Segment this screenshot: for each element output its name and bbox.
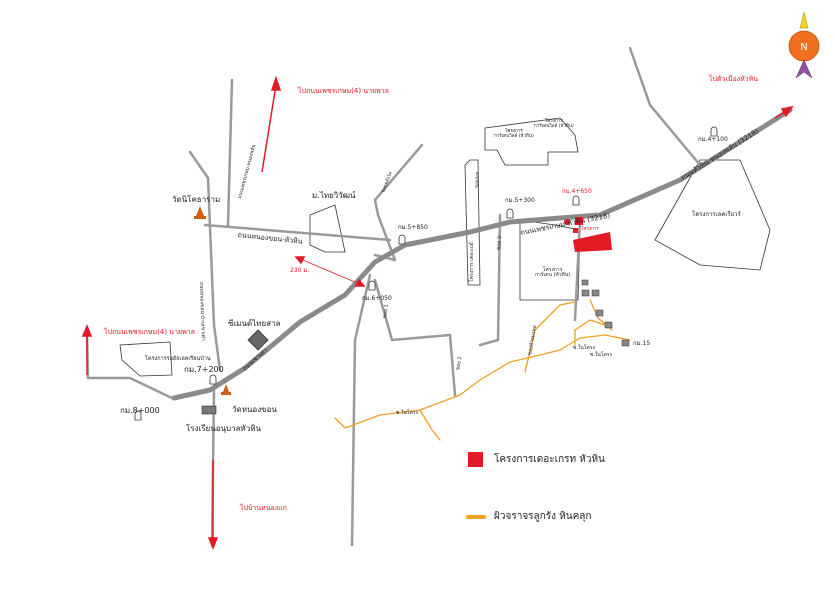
label-m-thai-wiwat: ม.ไทยวิวัฒน์ bbox=[312, 191, 356, 200]
label-km-small: กม.15 bbox=[633, 340, 651, 347]
label-left-road: ถนนหนองขอน-บ้านเขาเต่า bbox=[198, 281, 207, 341]
dirt-roads bbox=[334, 299, 631, 441]
road-wat-nikhom bbox=[203, 223, 392, 242]
project-polygon bbox=[573, 232, 612, 252]
road-east-spur bbox=[573, 218, 582, 322]
temple-icon-nikhom bbox=[196, 206, 204, 216]
label-cement-plant: ซีเมนต์ไทยสาล bbox=[228, 319, 281, 328]
temples bbox=[194, 206, 231, 395]
road-top-right-spur bbox=[373, 143, 424, 262]
label-project-long: โครงการ เดอะเบย์ bbox=[469, 242, 475, 282]
road-upper-east bbox=[628, 46, 702, 167]
label-to-phetkasem-top: ไปถนนเพชรเกษม(4) นายพาล bbox=[298, 87, 389, 95]
project-outline-top1 bbox=[484, 117, 579, 166]
label-to-ban-nong-khae: ไปบ้านหนองแก bbox=[240, 504, 287, 512]
main-roads bbox=[171, 107, 793, 401]
building-sq-4 bbox=[604, 321, 613, 329]
label-project-mid: โครงการ การ์เดน (หัวหิน) bbox=[535, 267, 571, 278]
project-marker-small bbox=[575, 217, 583, 225]
label-project-top1: โครงการ การ์เดนวิลล์ (หัวหิน) bbox=[494, 129, 534, 139]
label-soi5: ซ.ในโครง bbox=[396, 410, 418, 416]
arrow-right-head bbox=[780, 105, 794, 118]
road-lower-center bbox=[373, 278, 457, 397]
road-top-left-up bbox=[188, 150, 222, 372]
km-marker-4650 bbox=[572, 195, 580, 206]
project-outline-longstrip bbox=[464, 159, 481, 286]
label-km5850: กม.5+850 bbox=[398, 224, 428, 231]
km-markers bbox=[134, 126, 718, 421]
km-marker-5850 bbox=[398, 234, 406, 245]
label-project-right: โครงการเลคเรียวร์ bbox=[692, 211, 741, 218]
building-sq-3 bbox=[595, 309, 604, 317]
label-soi7: ซ.ในโครง bbox=[573, 345, 595, 351]
distance-line bbox=[297, 257, 363, 286]
arrow-left-head bbox=[81, 323, 93, 337]
project-outline-left bbox=[119, 341, 173, 377]
arrow-top-head bbox=[270, 75, 282, 91]
km-marker-6050 bbox=[368, 280, 376, 291]
label-km7200: กม.7+200 bbox=[184, 365, 224, 374]
label-km4650: กม.4+650 bbox=[562, 188, 592, 195]
label-km8000: กม.8+000 bbox=[120, 406, 160, 415]
distance-head-right bbox=[354, 278, 366, 287]
label-school: โรงเรียนอนุบาลหัวหิน bbox=[186, 424, 261, 433]
km-marker-5300 bbox=[506, 208, 514, 219]
dirt-road-branch2 bbox=[574, 319, 606, 346]
label-soi4: ซอยย่อย bbox=[475, 171, 481, 189]
legend-swatches bbox=[466, 452, 486, 519]
label-project-left: โครงการรอยัลเลคเรียนบ้าน bbox=[145, 356, 211, 362]
label-small-red: โครงการ bbox=[581, 227, 599, 232]
main-road-primary bbox=[171, 107, 793, 401]
direction-arrows bbox=[81, 75, 794, 551]
legend-road-label: ผิวจราจรลูกรัง หินคลุก bbox=[494, 511, 592, 522]
project-area bbox=[564, 217, 612, 252]
buildings bbox=[201, 279, 630, 415]
legend-project-label: โครงการเดอะเกรท หัวหิน bbox=[494, 454, 605, 465]
building-sq-1 bbox=[581, 289, 590, 297]
legend-project-swatch bbox=[468, 452, 483, 467]
building-sq-5 bbox=[621, 339, 630, 347]
label-wat-nikhom: วัดนิโคธาราม bbox=[172, 195, 221, 204]
label-to-phetkasem-left: ไปถนนเพชรเกษม(4) นายพาล bbox=[104, 328, 195, 336]
label-km4100: กม.4+100 bbox=[698, 136, 728, 143]
km-marker-7200 bbox=[209, 374, 217, 385]
temple-icon-nongkhon bbox=[223, 384, 229, 392]
label-to-hua-hin-city: ไปตัวเมืองหัวหิน bbox=[709, 75, 759, 83]
road-diag-upper bbox=[226, 78, 234, 227]
school-icon bbox=[201, 405, 217, 415]
project-dot bbox=[564, 219, 570, 225]
building-sq-2 bbox=[591, 289, 600, 297]
dirt-road-branch3 bbox=[419, 409, 441, 441]
km-marker-4100 bbox=[710, 126, 718, 137]
building-sq-6 bbox=[581, 279, 589, 286]
label-soi6: ซ.ในโครง bbox=[590, 352, 612, 358]
cement-plant-icon bbox=[247, 329, 269, 351]
road-south-branch bbox=[350, 273, 372, 547]
label-km5300: กม.5+300 bbox=[505, 197, 535, 204]
distance-head-left bbox=[294, 256, 306, 265]
road-east-lower bbox=[478, 213, 502, 347]
road-left-loop bbox=[85, 328, 174, 400]
label-distance: 230 ม. bbox=[290, 267, 310, 274]
dirt-road-main bbox=[334, 334, 631, 429]
compass-icon: N bbox=[788, 11, 820, 79]
arrow-bottom-head bbox=[207, 537, 219, 551]
compass-letter: N bbox=[800, 42, 807, 53]
minor-roads bbox=[85, 46, 702, 547]
label-project-top2: โครงการ การ์เดนวิลล์ (หัวหิน) bbox=[534, 119, 574, 129]
label-wat-nong-khon: วัดหนองขอน bbox=[232, 405, 277, 414]
dirt-road-branch1 bbox=[524, 301, 576, 373]
arrow-top-line bbox=[261, 84, 277, 173]
km-marker-8000 bbox=[134, 410, 142, 421]
project-marker-tiny bbox=[573, 228, 578, 233]
project-outline-right bbox=[654, 159, 771, 271]
label-km6050: กม.6+050 bbox=[362, 295, 392, 302]
project-outline-thaiwiwat bbox=[309, 204, 346, 253]
project-outlines bbox=[119, 117, 771, 377]
